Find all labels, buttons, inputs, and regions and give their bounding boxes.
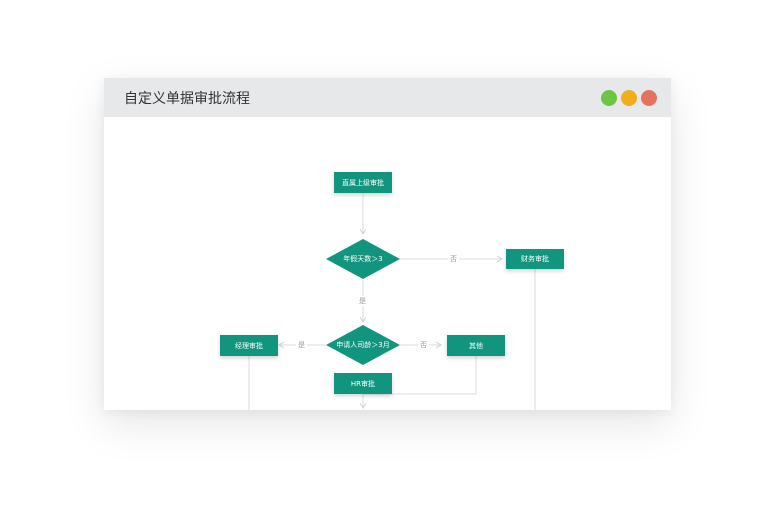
edge-manager-to-hr [248, 356, 250, 410]
node-other[interactable]: 其他 [447, 335, 505, 356]
decision-annual-leave-shape [326, 239, 400, 279]
edge-label-leave-no: 否 [448, 254, 459, 264]
title-bar: 自定义单据审批流程 [104, 78, 671, 117]
edge-other-to-hr [363, 356, 477, 408]
edge-label-headcount-no: 否 [418, 340, 429, 350]
minimize-button[interactable] [601, 90, 617, 106]
edge-finance-to-hr [534, 269, 536, 410]
flowchart-canvas: 直属上级审批 年假天数＞3 财务审批 申请人司龄＞3月 经理审批 其他 否 是 … [104, 117, 671, 410]
decision-headcount-shape [326, 325, 400, 365]
edge-label-headcount-yes: 是 [296, 340, 307, 350]
app-window: 自定义单据审批流程 [104, 78, 671, 410]
node-finance-approval[interactable]: 财务审批 [506, 249, 564, 269]
flowchart-edges [248, 193, 536, 410]
maximize-button[interactable] [621, 90, 637, 106]
node-manager-approval[interactable]: 经理审批 [220, 335, 278, 356]
close-button[interactable] [641, 90, 657, 106]
edge-label-leave-yes: 是 [357, 296, 368, 306]
node-hr-approval[interactable]: HR审批 [334, 373, 392, 394]
window-title: 自定义单据审批流程 [124, 91, 250, 107]
node-supervisor-approval[interactable]: 直属上级审批 [334, 172, 392, 193]
